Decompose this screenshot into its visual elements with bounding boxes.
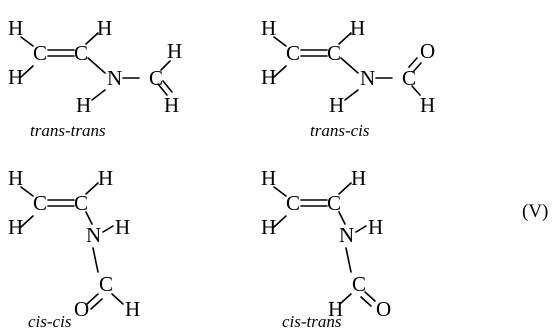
bond: [162, 80, 173, 93]
bond: [85, 32, 99, 45]
bond: [111, 293, 124, 305]
bond: [273, 36, 287, 47]
atom: H: [167, 39, 182, 63]
bond: [91, 89, 106, 101]
atom: C: [402, 66, 416, 90]
atom: C: [286, 191, 300, 215]
atom: H: [328, 297, 343, 321]
atom: C: [149, 66, 163, 90]
atom: H: [97, 16, 112, 40]
atom: C: [33, 191, 47, 215]
conformer-cis-trans: H H C C H H N C H O cis-trans: [261, 166, 391, 331]
bond: [338, 32, 352, 45]
atom: C: [74, 191, 88, 215]
atom: H: [8, 215, 23, 239]
bond: [273, 186, 287, 197]
atom: H: [350, 16, 365, 40]
atom: H: [76, 93, 91, 117]
bond: [20, 215, 34, 228]
conformer-trans-cis: H H C C H H N C O H trans-cis: [261, 16, 435, 140]
atom: C: [74, 41, 88, 65]
bond: [20, 36, 34, 47]
atom: H: [368, 215, 383, 239]
bond: [340, 57, 359, 74]
atom: C: [33, 41, 47, 65]
atom: H: [164, 93, 179, 117]
bond: [273, 65, 287, 78]
atom: O: [376, 297, 391, 321]
bond: [90, 298, 103, 310]
atom: H: [8, 65, 23, 89]
atom: C: [286, 41, 300, 65]
bond: [20, 186, 34, 197]
bond: [85, 182, 99, 195]
equation-number: (V): [522, 201, 548, 222]
atom: H: [98, 166, 113, 190]
atom: H: [420, 93, 435, 117]
bond: [360, 296, 372, 307]
atom: C: [327, 41, 341, 65]
bond: [86, 293, 99, 305]
atom: N: [86, 223, 101, 247]
atom: H: [8, 16, 23, 40]
bond: [87, 57, 106, 74]
bond: [85, 211, 93, 225]
bond: [345, 247, 352, 273]
atom: O: [74, 297, 89, 321]
atom: O: [420, 39, 435, 63]
bond: [340, 293, 352, 304]
atom: N: [360, 66, 375, 90]
bond: [273, 215, 287, 228]
bond: [160, 60, 171, 71]
bond: [157, 83, 168, 96]
atom: H: [351, 166, 366, 190]
atom: H: [329, 93, 344, 117]
atom: H: [125, 297, 140, 321]
bond: [338, 211, 346, 225]
conformer-cis-cis: H H C C H H N C O H cis-cis: [8, 166, 140, 331]
bond: [92, 247, 99, 273]
atom: H: [261, 215, 276, 239]
atom: H: [115, 215, 130, 239]
atom: C: [327, 191, 341, 215]
atom: H: [8, 166, 23, 190]
conformer-trans-trans: H H C C H H N C H H O trans-trans: [8, 16, 182, 140]
bond: [344, 89, 359, 101]
conformer-label: trans-cis: [310, 121, 370, 140]
atom: C: [352, 272, 366, 296]
bond: [408, 57, 418, 68]
bond: [20, 65, 34, 78]
bond: [338, 182, 352, 195]
atom: N: [107, 66, 122, 90]
conformer-label: cis-cis: [28, 312, 72, 331]
bond: [355, 225, 367, 233]
atom: N: [339, 223, 354, 247]
bond: [412, 62, 422, 73]
atom: C: [99, 272, 113, 296]
bond: [102, 225, 114, 233]
bond: [411, 85, 421, 96]
bond: [364, 291, 376, 302]
atom: H: [261, 65, 276, 89]
atom: H: [261, 16, 276, 40]
conformer-label: cis-trans: [282, 312, 342, 331]
atom: H: [261, 166, 276, 190]
conformer-label: trans-trans: [30, 121, 106, 140]
